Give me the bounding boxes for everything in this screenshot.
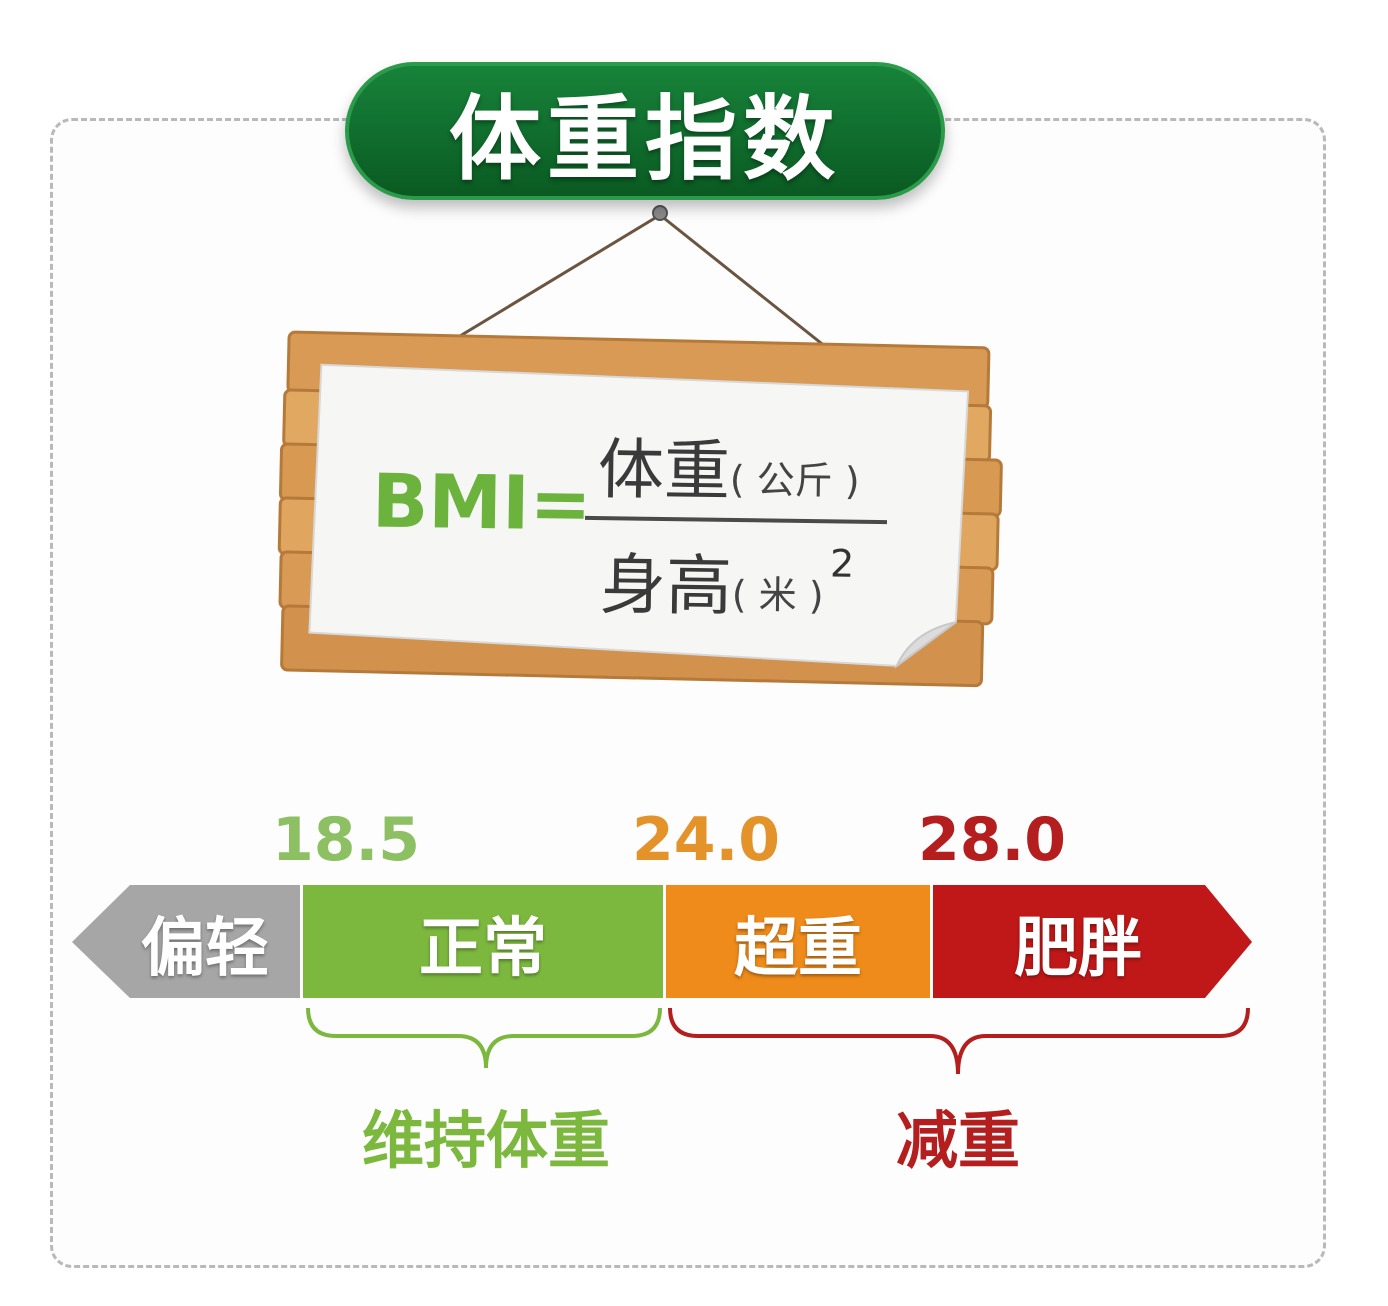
group-label-reduce: 减重 [895,1104,1020,1177]
threshold-18-5: 18.5 [272,805,421,875]
curled-paper-corner-icon [894,621,957,669]
segment-label-normal: 正常 [419,912,547,986]
segment-bar-obese [933,885,1252,998]
numerator-text: 体重 [597,431,731,511]
exponent: 2 [829,541,855,586]
formula-numerator: 体重( 公斤 ) [597,416,860,516]
title-banner: 体重指数 [345,62,945,200]
dashed-frame [50,118,1326,1268]
wooden-sign-icon [277,330,1003,688]
denominator-unit: ( 米 ) [731,572,824,618]
brace-maintain [306,1007,662,1069]
denominator-text: 身高 [599,546,733,626]
segment-label-obese: 肥胖 [1014,912,1142,986]
formula-denominator: 身高( 米 )2 [599,531,854,630]
threshold-28-0: 28.0 [918,805,1067,875]
hanging-nail-icon [652,205,668,221]
segment-label-overweight: 超重 [734,912,862,986]
threshold-24-0: 24.0 [632,805,781,875]
numerator-unit: ( 公斤 ) [729,457,860,504]
brace-reduce [668,1007,1250,1075]
formula-lhs: BMI= [371,458,593,548]
group-label-maintain: 维持体重 [361,1104,610,1177]
segment-bar-normal [303,885,663,998]
segment-label-underweight: 偏轻 [141,912,269,986]
segment-bar-underweight [72,885,300,998]
segment-bar-overweight [666,885,930,998]
title-text: 体重指数 [448,85,841,193]
